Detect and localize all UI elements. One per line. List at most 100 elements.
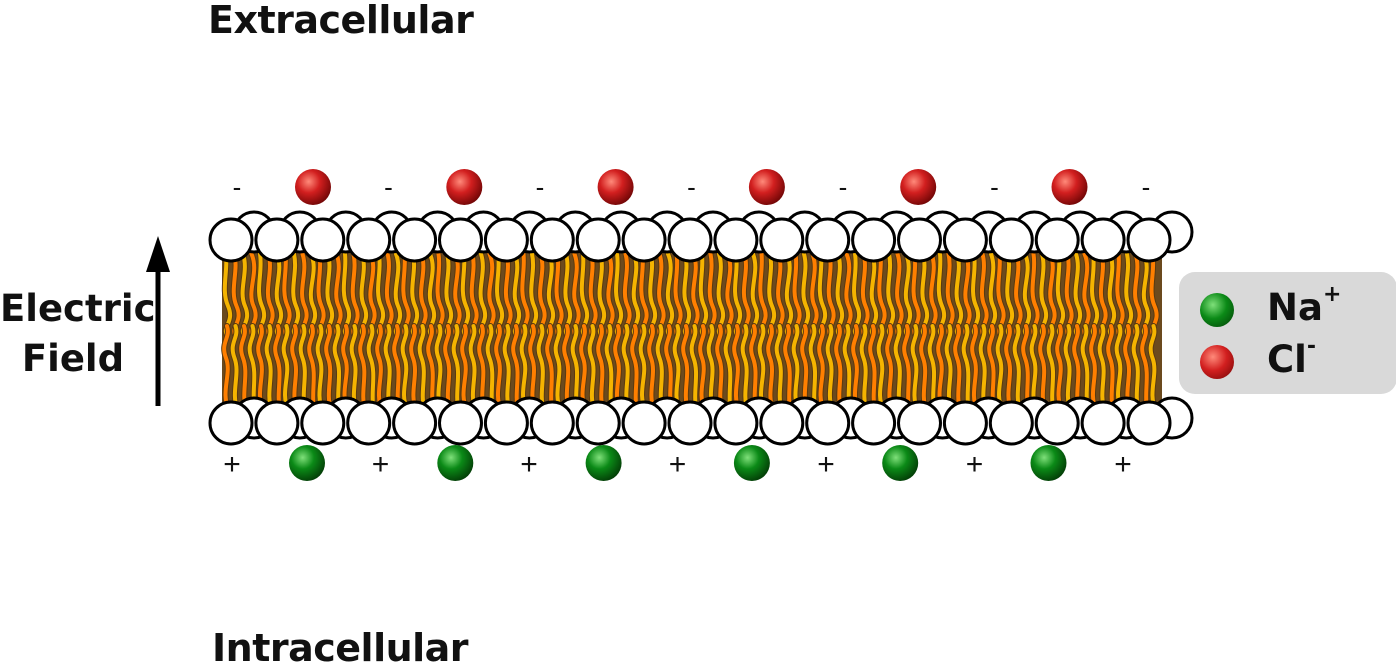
green-sphere-icon: [1200, 293, 1234, 327]
lipid-tail: [876, 324, 886, 412]
lipid-tail: [451, 324, 461, 412]
legend-ion-sodium: Na: [1267, 286, 1323, 329]
lipid-tail: [1080, 324, 1090, 412]
sodium-ion: [882, 445, 919, 481]
lipid-head: [483, 400, 529, 446]
lipid-tail: [1114, 324, 1124, 412]
chloride-ion: [900, 169, 937, 205]
lipid-tail: [1046, 324, 1056, 412]
lipid-head: [438, 400, 483, 446]
lipid-head: [1126, 400, 1172, 446]
chloride-ion: [597, 169, 634, 205]
lipid-tail: [511, 324, 520, 412]
lipid-tail: [715, 324, 724, 412]
lipid-tail: [434, 324, 444, 412]
lipid-tail: [324, 324, 333, 412]
lipid-tail: [732, 324, 741, 412]
lipid-tail: [528, 324, 537, 412]
lipid-tail: [485, 324, 495, 412]
lipid-head: [529, 400, 575, 446]
sodium-ion: [733, 445, 770, 481]
negative-charge: -: [536, 172, 545, 202]
lipid-head: [942, 400, 988, 446]
lipid-head: [1126, 217, 1172, 263]
positive-charge: +: [669, 448, 687, 481]
intracellular-label: Intracellular: [212, 626, 469, 670]
lipid-tail: [358, 324, 367, 412]
lipid-head: [805, 400, 851, 446]
lipid-head: [254, 400, 300, 446]
lipid-tail: [375, 324, 384, 412]
lipid-tail: [647, 324, 656, 412]
lipid-head: [575, 400, 621, 446]
lipid-head: [897, 217, 942, 263]
lipid-tail: [264, 324, 274, 412]
lipid-tail: [749, 324, 758, 412]
lipid-tail: [757, 324, 767, 412]
lipid-tail: [222, 324, 231, 412]
lipid-tail: [579, 324, 588, 412]
lipid-head: [1080, 217, 1126, 263]
lipid-tail: [842, 324, 852, 412]
lipid-tail: [859, 324, 869, 412]
lipid-tail: [1106, 324, 1115, 412]
lipid-tail: [995, 324, 1005, 412]
positive-charge: +: [372, 448, 390, 481]
lipid-head: [988, 400, 1034, 446]
lipid-head: [851, 400, 897, 446]
lipid-tail: [868, 324, 877, 412]
sodium-ion: [1030, 445, 1067, 481]
lipid-head: [759, 400, 805, 446]
positive-charge: +: [520, 448, 538, 481]
lipid-head: [254, 217, 300, 263]
lipid-tail: [783, 324, 792, 412]
lipid-tail: [791, 324, 801, 412]
lipid-tail: [409, 324, 418, 412]
lipid-head: [759, 217, 805, 263]
lipid-tail: [834, 324, 843, 412]
lipid-head: [346, 400, 392, 446]
lipid-tail: [553, 324, 563, 412]
lipid-tail: [1089, 324, 1098, 412]
negative-charge: -: [990, 172, 999, 202]
lipid-tail: [468, 324, 478, 412]
lipid-head: [713, 217, 759, 263]
lipid-tail: [723, 324, 733, 412]
lipid-tail: [944, 324, 954, 412]
legend-charge-chloride: -: [1306, 333, 1316, 359]
legend-item-sodium: Na+: [1179, 282, 1396, 332]
lipid-tail: [519, 324, 529, 412]
sodium-ion: [437, 445, 474, 481]
lipid-tail: [460, 324, 469, 412]
lipid-head: [208, 217, 254, 263]
negative-charge: -: [233, 172, 242, 202]
negative-charge: -: [687, 172, 696, 202]
positive-charge: +: [1114, 448, 1132, 481]
lipid-tail: [341, 324, 350, 412]
ions: [289, 169, 1088, 481]
lipid-tail: [604, 324, 614, 412]
lipid-head: [1034, 400, 1080, 446]
lipid-head: [1080, 400, 1126, 446]
lipid-tail: [477, 324, 486, 412]
lipid-tail: [332, 324, 342, 412]
lipid-head: [208, 400, 254, 446]
positive-charge: +: [223, 448, 241, 481]
lipid-tail: [1021, 324, 1030, 412]
lipid-tail: [1123, 324, 1132, 412]
lipid-head: [300, 217, 346, 263]
lipid-tail: [910, 324, 920, 412]
lipid-tail: [1131, 324, 1141, 412]
electric-field-label-line1: Electric: [0, 287, 156, 330]
lipid-tail: [681, 324, 690, 412]
lipid-tail: [893, 324, 903, 412]
lipid-head: [483, 217, 529, 263]
lipid-tail: [290, 324, 299, 412]
chloride-ion: [748, 169, 785, 205]
sodium-ion: [585, 445, 622, 481]
lipid-tail: [808, 324, 818, 412]
lipid-head: [438, 217, 483, 263]
sodium-ion: [289, 445, 325, 481]
lipid-heads-front: [208, 217, 1172, 446]
